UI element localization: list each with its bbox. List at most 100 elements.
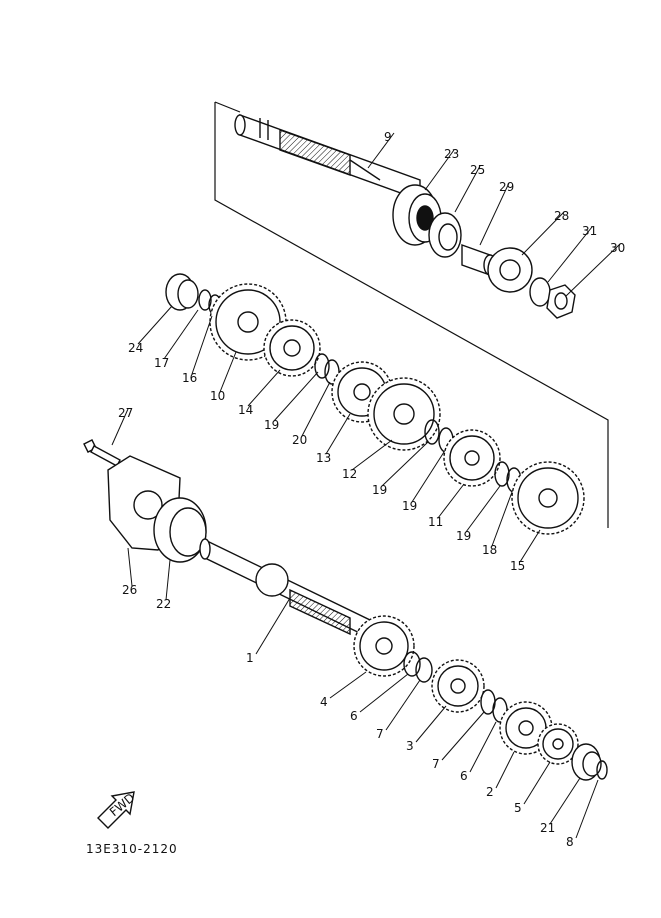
leader-line	[273, 371, 319, 422]
callout-15: 15	[510, 559, 525, 573]
fwd-arrow-icon: FWD	[97, 790, 137, 829]
circlip-8	[596, 760, 608, 780]
callout-25: 25	[470, 163, 485, 177]
gear-3	[431, 659, 485, 713]
leader-line	[415, 705, 447, 743]
callout-27: 27	[118, 406, 133, 420]
callout-6: 6	[350, 709, 358, 723]
callout-23: 23	[444, 147, 459, 161]
washer-19a	[314, 353, 330, 379]
enclosure-outline	[214, 101, 609, 528]
leader-line	[219, 351, 237, 393]
gear-14	[263, 319, 321, 377]
washer-6a	[403, 651, 421, 677]
leader-line	[465, 485, 501, 533]
leader-line	[424, 149, 455, 191]
callout-11: 11	[428, 515, 443, 529]
callout-8: 8	[566, 835, 574, 849]
callout-13: 13	[316, 451, 331, 465]
leader-line	[495, 751, 515, 789]
leader-line	[359, 673, 409, 713]
leader-line	[127, 547, 133, 587]
callout-30: 30	[610, 241, 625, 255]
washer-17	[198, 289, 212, 311]
leader-line	[163, 309, 199, 360]
nut-30	[546, 284, 576, 319]
main-axle	[234, 114, 421, 201]
leader-line	[137, 305, 173, 345]
leader-line	[255, 597, 291, 655]
callout-5: 5	[514, 801, 522, 815]
callout-19: 19	[264, 418, 279, 432]
leader-line	[301, 381, 331, 437]
callout-12: 12	[342, 467, 357, 481]
leader-line	[441, 711, 485, 761]
callout-layer: 9232529283130241716101419201312191911191…	[111, 130, 625, 849]
circlip-19b	[424, 419, 440, 445]
leader-line	[385, 679, 421, 731]
figure-code: 13E310-2120	[86, 842, 178, 856]
callout-19: 19	[456, 529, 471, 543]
leader-line	[454, 165, 481, 213]
callout-18: 18	[482, 543, 497, 557]
callout-3: 3	[406, 739, 414, 753]
leader-line	[479, 182, 510, 246]
leader-line	[519, 529, 541, 563]
leader-line	[565, 243, 621, 297]
bearing-21	[571, 743, 602, 781]
leader-line	[165, 559, 171, 601]
callout-10: 10	[210, 389, 225, 403]
leader-line	[523, 761, 551, 805]
leader-line	[549, 777, 581, 825]
callout-19: 19	[402, 499, 417, 513]
callout-4: 4	[320, 695, 328, 709]
callout-28: 28	[554, 209, 569, 223]
gear-15	[511, 461, 585, 535]
callout-22: 22	[156, 597, 171, 611]
leader-line	[381, 441, 429, 487]
leader-line	[521, 211, 565, 256]
callout-2: 2	[486, 785, 494, 799]
callout-14: 14	[238, 403, 253, 417]
leader-line	[437, 483, 465, 519]
gear-11	[443, 429, 501, 487]
callout-21: 21	[540, 821, 555, 835]
callout-17: 17	[154, 356, 169, 370]
bolt-27	[83, 439, 121, 467]
callout-26: 26	[122, 583, 137, 597]
drive-axle-1	[199, 538, 371, 640]
seal-25	[428, 212, 462, 258]
callout-24: 24	[128, 341, 143, 355]
gear-5	[537, 723, 579, 765]
leader-line	[575, 779, 599, 839]
leader-line	[351, 439, 393, 471]
callout-29: 29	[499, 180, 514, 194]
leader-line	[111, 408, 129, 446]
callout-20: 20	[292, 433, 307, 447]
callout-6: 6	[460, 769, 468, 783]
washer-31	[529, 277, 551, 307]
leader-line	[191, 315, 213, 375]
leader-line	[411, 451, 445, 503]
leader-line	[325, 413, 351, 455]
leader-line	[491, 491, 513, 547]
callout-9: 9	[384, 130, 392, 144]
sprocket-28	[487, 247, 533, 293]
callout-7: 7	[376, 727, 384, 741]
circlip-7a	[415, 657, 433, 683]
bearing-23	[392, 184, 442, 246]
gear-12	[367, 377, 441, 451]
circlip-19d	[494, 461, 510, 487]
gear-4	[353, 615, 415, 677]
bearing-24	[165, 273, 199, 311]
callout-31: 31	[582, 224, 597, 238]
callout-7: 7	[432, 757, 440, 771]
leader-line	[329, 671, 367, 699]
leader-line	[247, 369, 281, 407]
leader-line	[547, 226, 593, 283]
callout-1: 1	[246, 651, 254, 665]
leader-line	[367, 132, 395, 169]
callout-19: 19	[372, 483, 387, 497]
